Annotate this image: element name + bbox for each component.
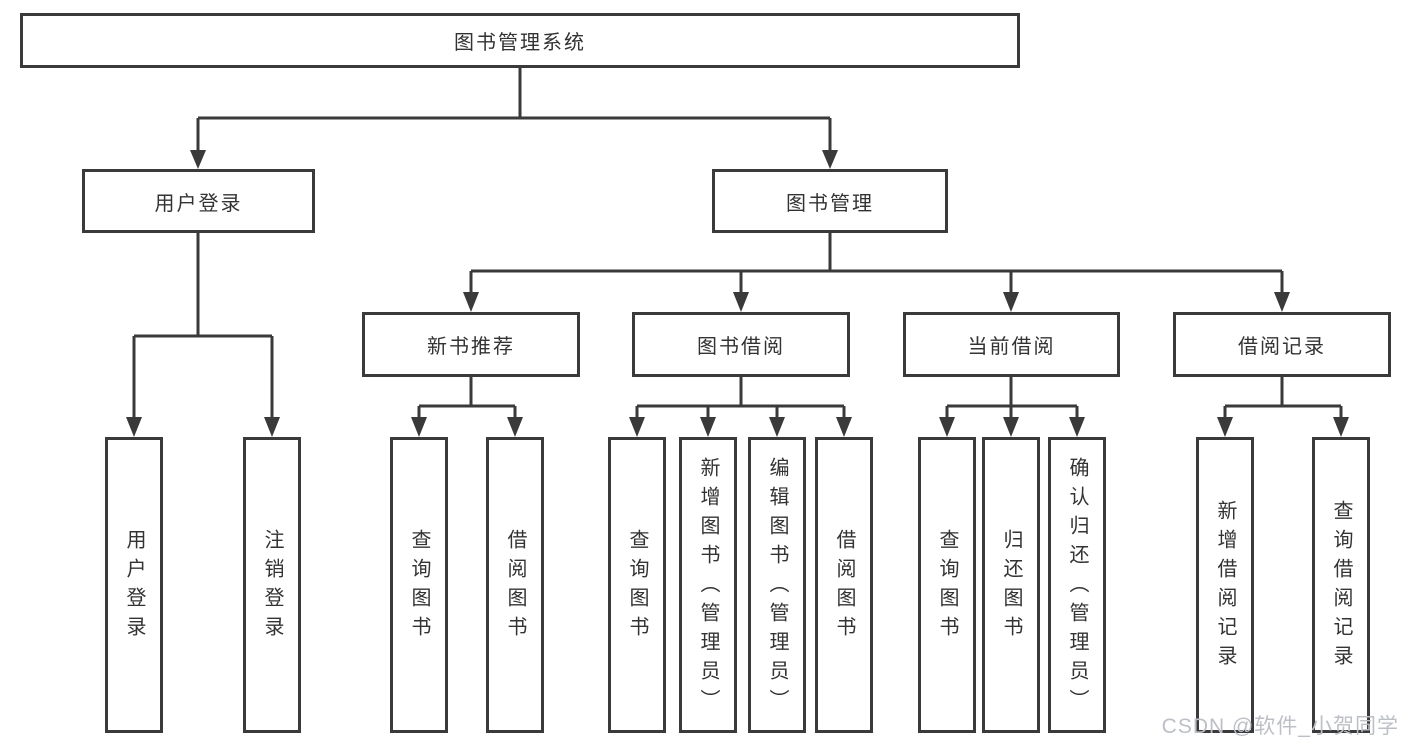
leaf-node-return-books: 归还图书: [982, 437, 1040, 733]
node-book-management: 图书管理: [712, 169, 948, 233]
leaf-node-add-books-admin: 新增图书（管理员）: [679, 437, 737, 733]
leaf-node-logout: 注销登录: [243, 437, 301, 733]
group-node-borrowing-records: 借阅记录: [1173, 312, 1391, 377]
leaf-node-borrow-books-2: 借阅图书: [815, 437, 873, 733]
leaf-node-user-login: 用户登录: [105, 437, 163, 733]
leaf-node-query-borrow-record: 查询借阅记录: [1312, 437, 1370, 733]
leaf-node-query-books-3: 查询图书: [918, 437, 976, 733]
leaf-node-edit-books-admin: 编辑图书（管理员）: [748, 437, 806, 733]
leaf-node-confirm-return-admin: 确认归还（管理员）: [1048, 437, 1106, 733]
leaf-node-add-borrow-record: 新增借阅记录: [1196, 437, 1254, 733]
group-node-current-borrowing: 当前借阅: [903, 312, 1120, 377]
csdn-watermark: CSDN @软件_小贺同学: [1161, 715, 1399, 738]
leaf-node-query-books-1: 查询图书: [390, 437, 448, 733]
root-node-library-system: 图书管理系统: [20, 13, 1020, 68]
leaf-node-query-books-2: 查询图书: [608, 437, 666, 733]
leaf-node-borrow-books-1: 借阅图书: [486, 437, 544, 733]
group-node-book-borrowing: 图书借阅: [632, 312, 850, 377]
node-user-login: 用户登录: [82, 169, 315, 233]
group-node-new-book-recommendation: 新书推荐: [362, 312, 580, 377]
